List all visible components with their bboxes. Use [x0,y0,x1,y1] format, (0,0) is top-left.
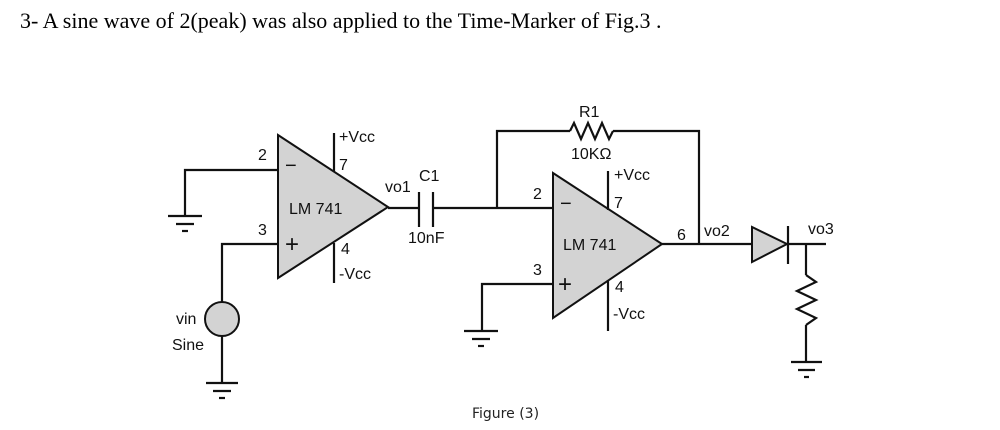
capacitor-name: C1 [419,168,440,185]
resistor-r1-icon [569,120,614,142]
opamp1-vpos-label: +Vcc [339,129,375,146]
opamp1-plus-sign: + [285,231,299,258]
vo2-label: vo2 [704,223,730,240]
diode-icon [751,225,790,264]
question-text: 3- A sine wave of 2(peak) was also appli… [20,8,662,33]
opamp2-pin2: 2 [533,186,542,203]
source-type: Sine [172,337,204,354]
capacitor-value: 10nF [408,230,445,247]
opamp2-noninv-wire [480,282,553,331]
ground-icon [464,329,498,348]
opamp1-pin4: 4 [341,241,350,258]
opamp2-pin7: 7 [614,195,623,212]
opamp2-pin3: 3 [533,262,542,279]
opamp1-pin2: 2 [258,147,267,164]
opamp2-vneg-label: -Vcc [613,306,645,323]
ground-icon [791,360,822,379]
source-label: vin [176,311,196,328]
opamp1-noninv-wire [220,242,278,302]
opamp2-minus-sign: − [560,193,572,215]
opamp1-pin3: 3 [258,222,267,239]
opamp2-pin6: 6 [677,227,686,244]
opamp1-vneg-label: -Vcc [339,266,371,283]
sine-source-icon [204,301,240,337]
opamp1-minus-sign: − [285,155,297,177]
resistor-r1-name: R1 [579,104,600,121]
opamp1-inv-wire [183,168,278,216]
vo3-label: vo3 [808,221,834,238]
opamp2-vpos-label: +Vcc [614,167,650,184]
vo1-label: vo1 [385,179,411,196]
opamp2-plus-sign: + [558,271,572,298]
opamp2-pin4: 4 [615,279,624,296]
opamp1-pin7: 7 [339,157,348,174]
ground-icon [206,381,238,400]
resistor-r1-value: 10KΩ [571,146,611,163]
opamp2-name: LM 741 [563,237,616,254]
capacitor-icon [417,192,435,227]
feedback-wire-left [495,129,570,208]
ground-icon [168,214,202,233]
feedback-wire-right [613,129,701,244]
opamp1-name: LM 741 [289,201,342,218]
figure-caption: Figure (3) [472,406,539,422]
load-resistor-icon [794,274,819,326]
